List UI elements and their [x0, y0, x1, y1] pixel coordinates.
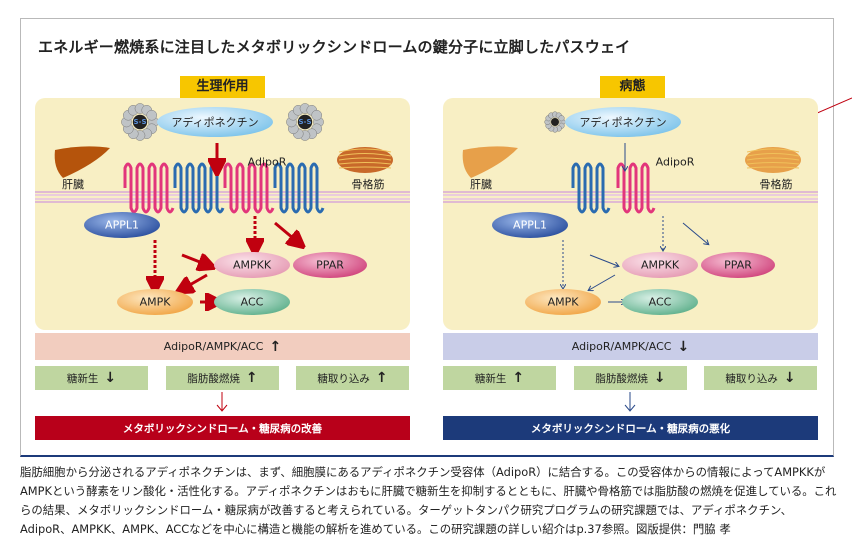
liver-icon [462, 146, 518, 178]
right-effect-1: 脂肪酸燃焼 ↓ [574, 366, 687, 390]
ampkk-label: AMPKK [232, 258, 272, 272]
adipor-receptor [273, 162, 325, 214]
muscle-fiber [746, 157, 800, 161]
arrow [682, 222, 708, 244]
appl1-node [84, 212, 160, 238]
right-tag: 病態 [600, 76, 665, 98]
muscle-fiber [338, 148, 392, 153]
left-adipor-label: AdipoR [247, 155, 287, 169]
figure-title: エネルギー燃焼系に注目したメタボリックシンドロームの鍵分子に立脚したパスウェイ [38, 38, 631, 56]
oligomer-ss-label: S-S [298, 118, 312, 126]
left-pathway-svg [35, 98, 410, 330]
left-result-bar: メタボリックシンドローム・糖尿病の改善 [35, 416, 410, 440]
liver-icon [54, 146, 110, 178]
effect-label: 脂肪酸燃焼 [187, 372, 240, 385]
effect-label: 糖取り込み [725, 372, 778, 385]
ppar-node [701, 252, 775, 278]
effect-arrow-icon: ↑ [375, 370, 388, 386]
left-down-arrow-icon [216, 392, 228, 412]
left-effect-1: 脂肪酸燃焼 ↑ [166, 366, 279, 390]
ppar-node [293, 252, 367, 278]
ampk-node [117, 289, 193, 315]
effect-arrow-icon: ↑ [245, 370, 258, 386]
ppar-label: PPAR [724, 258, 752, 272]
appl1-label: APPL1 [105, 218, 139, 232]
left-effect-0: 糖新生 ↓ [35, 366, 148, 390]
effect-label: 糖新生 [474, 372, 507, 385]
muscle-fiber [746, 162, 800, 165]
summary-label: AdipoR/AMPK/ACC [571, 340, 672, 353]
right-effect-2: 糖取り込み ↓ [704, 366, 817, 390]
muscle-fiber [338, 157, 392, 161]
left-effect-2: 糖取り込み ↑ [296, 366, 409, 390]
effect-arrow-icon: ↑ [512, 370, 525, 386]
adipor-receptor [123, 162, 175, 214]
figure-frame [20, 18, 834, 457]
right-result-bar: メタボリックシンドローム・糖尿病の悪化 [443, 416, 818, 440]
arrow [589, 274, 616, 290]
right-liver-label: 肝臓 [470, 178, 492, 191]
adipor-receptor [571, 162, 611, 214]
muscle-fiber [746, 153, 800, 157]
acc-label: ACC [240, 295, 264, 309]
effect-arrow-icon: ↓ [783, 370, 796, 386]
ampk-node [525, 289, 601, 315]
right-muscle-label: 骨格筋 [759, 178, 793, 191]
effect-arrow-icon: ↓ [653, 370, 666, 386]
summary-arrow-icon: ↓ [677, 338, 690, 355]
ampkk-node [622, 252, 698, 278]
acc-label: ACC [648, 295, 672, 309]
adiponectin-oligomer-icon [544, 111, 566, 133]
ppar-label: PPAR [316, 258, 344, 272]
ampk-label: AMPK [547, 295, 579, 309]
effect-arrow-icon: ↓ [104, 370, 117, 386]
adiponectin-node [157, 107, 273, 137]
right-effect-0: 糖新生 ↑ [443, 366, 556, 390]
arrow [274, 221, 300, 244]
adiponectin-label: アディポネクチン [171, 116, 259, 129]
adipor-receptor [223, 162, 275, 214]
adiponectin-oligomer-icon [121, 103, 159, 141]
arrow [181, 273, 208, 290]
effect-label: 糖新生 [66, 372, 99, 385]
effect-label: 糖取り込み [317, 372, 370, 385]
left-liver-label: 肝臓 [62, 178, 84, 191]
arrow [181, 255, 210, 266]
right-adipor-label: AdipoR [655, 155, 695, 169]
right-down-arrow-icon [624, 392, 636, 412]
muscle-fiber [338, 153, 392, 157]
adipor-receptor [173, 162, 225, 214]
muscle-fiber [338, 162, 392, 165]
adiponectin-node [565, 107, 681, 137]
muscle-icon [745, 147, 801, 173]
acc-node [214, 289, 290, 315]
summary-arrow-icon: ↑ [269, 338, 282, 355]
effect-label: 脂肪酸燃焼 [595, 372, 648, 385]
appl1-label: APPL1 [513, 218, 547, 232]
arrow [589, 254, 618, 266]
ampk-label: AMPK [139, 295, 171, 309]
ampkk-label: AMPKK [640, 258, 680, 272]
appl1-node [492, 212, 568, 238]
muscle-fiber [746, 148, 800, 153]
adiponectin-label: アディポネクチン [579, 116, 667, 129]
right-pathway-svg [443, 98, 818, 330]
left-tag: 生理作用 [180, 76, 265, 98]
adipor-receptor [616, 162, 656, 214]
summary-label: AdipoR/AMPK/ACC [163, 340, 264, 353]
muscle-fiber [338, 166, 392, 169]
figure-caption: 脂肪細胞から分泌されるアディポネクチンは、まず、細胞膜にあるアディポネクチン受容… [20, 465, 837, 536]
left-summary-bar: AdipoR/AMPK/ACC ↑ [35, 333, 410, 360]
left-muscle-label: 骨格筋 [351, 178, 385, 191]
muscle-icon [337, 147, 393, 173]
acc-node [622, 289, 698, 315]
right-summary-bar: AdipoR/AMPK/ACC ↓ [443, 333, 818, 360]
adiponectin-oligomer-icon [286, 103, 324, 141]
muscle-fiber [746, 166, 800, 169]
oligomer-ss-label: S-S [133, 118, 147, 126]
ampkk-node [214, 252, 290, 278]
